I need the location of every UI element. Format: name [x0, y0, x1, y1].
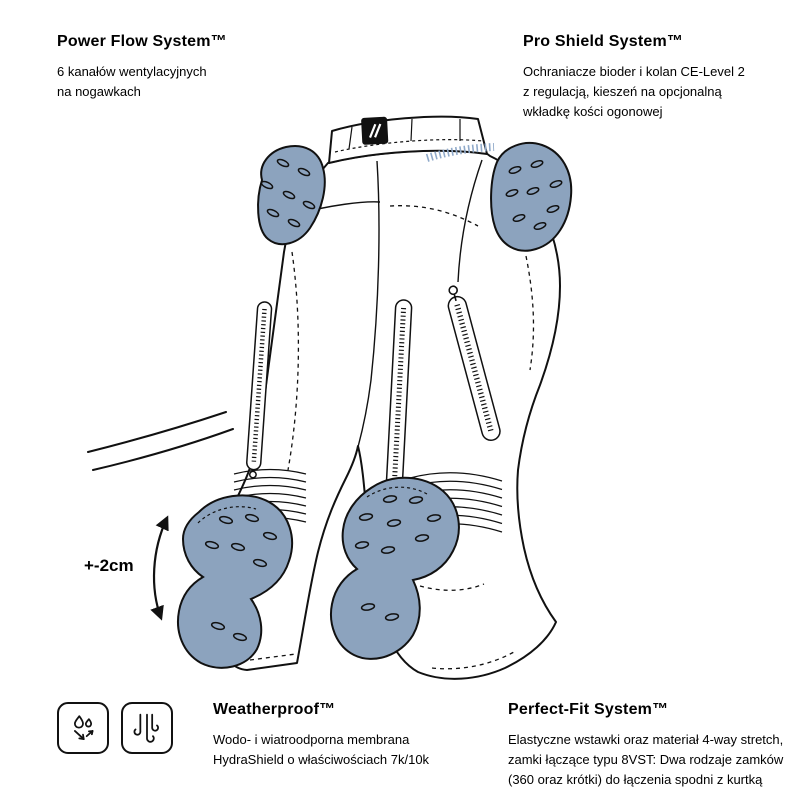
stitch-lines [221, 205, 535, 670]
feature-description: 6 kanałów wentylacyjnych na nogawkach [57, 64, 207, 100]
hip-protector-right [490, 142, 573, 252]
brand-logo-tab [361, 116, 389, 145]
feature-perfect-fit: Perfect-Fit System™ Elastyczne wstawki o… [508, 701, 800, 790]
waterproof-icon [73, 715, 94, 740]
adjustment-label: +-2cm [84, 556, 134, 575]
stretch-panel-right [409, 472, 503, 533]
feature-title: Pro Shield System™ [523, 33, 684, 50]
feature-description: Wodo- i wiatroodporna membrana HydraShie… [213, 732, 430, 768]
stretch-panel-left [233, 468, 307, 523]
adjustment-arrow [150, 515, 169, 621]
feature-description: Elastyczne wstawki oraz materiał 4-way s… [508, 732, 784, 788]
leg-zipper-left [246, 301, 273, 479]
knee-protector-left [177, 494, 294, 669]
knee-protector-right [330, 476, 460, 660]
feature-icons [57, 702, 173, 754]
feature-description: Ochraniacze bioder i kolan CE-Level 2 z … [523, 64, 745, 120]
feature-weatherproof: Weatherproof™ Wodo- i wiatroodporna memb… [213, 701, 483, 770]
body-curve-lines [87, 411, 234, 471]
feature-title: Weatherproof™ [213, 701, 336, 718]
feature-title: Power Flow System™ [57, 33, 227, 50]
airflow-icon [133, 713, 159, 743]
waterproof-icon-box [57, 702, 109, 754]
airflow-icon-box [121, 702, 173, 754]
hip-protector-left [257, 145, 326, 246]
thigh-zipper-right [447, 285, 501, 442]
feature-pro-shield: Pro Shield System™ Ochraniacze bioder i … [523, 33, 785, 122]
feature-title: Perfect-Fit System™ [508, 701, 669, 718]
waist-zipper-teeth [425, 143, 495, 162]
feature-power-flow: Power Flow System™ 6 kanałów wentylacyjn… [57, 33, 287, 102]
